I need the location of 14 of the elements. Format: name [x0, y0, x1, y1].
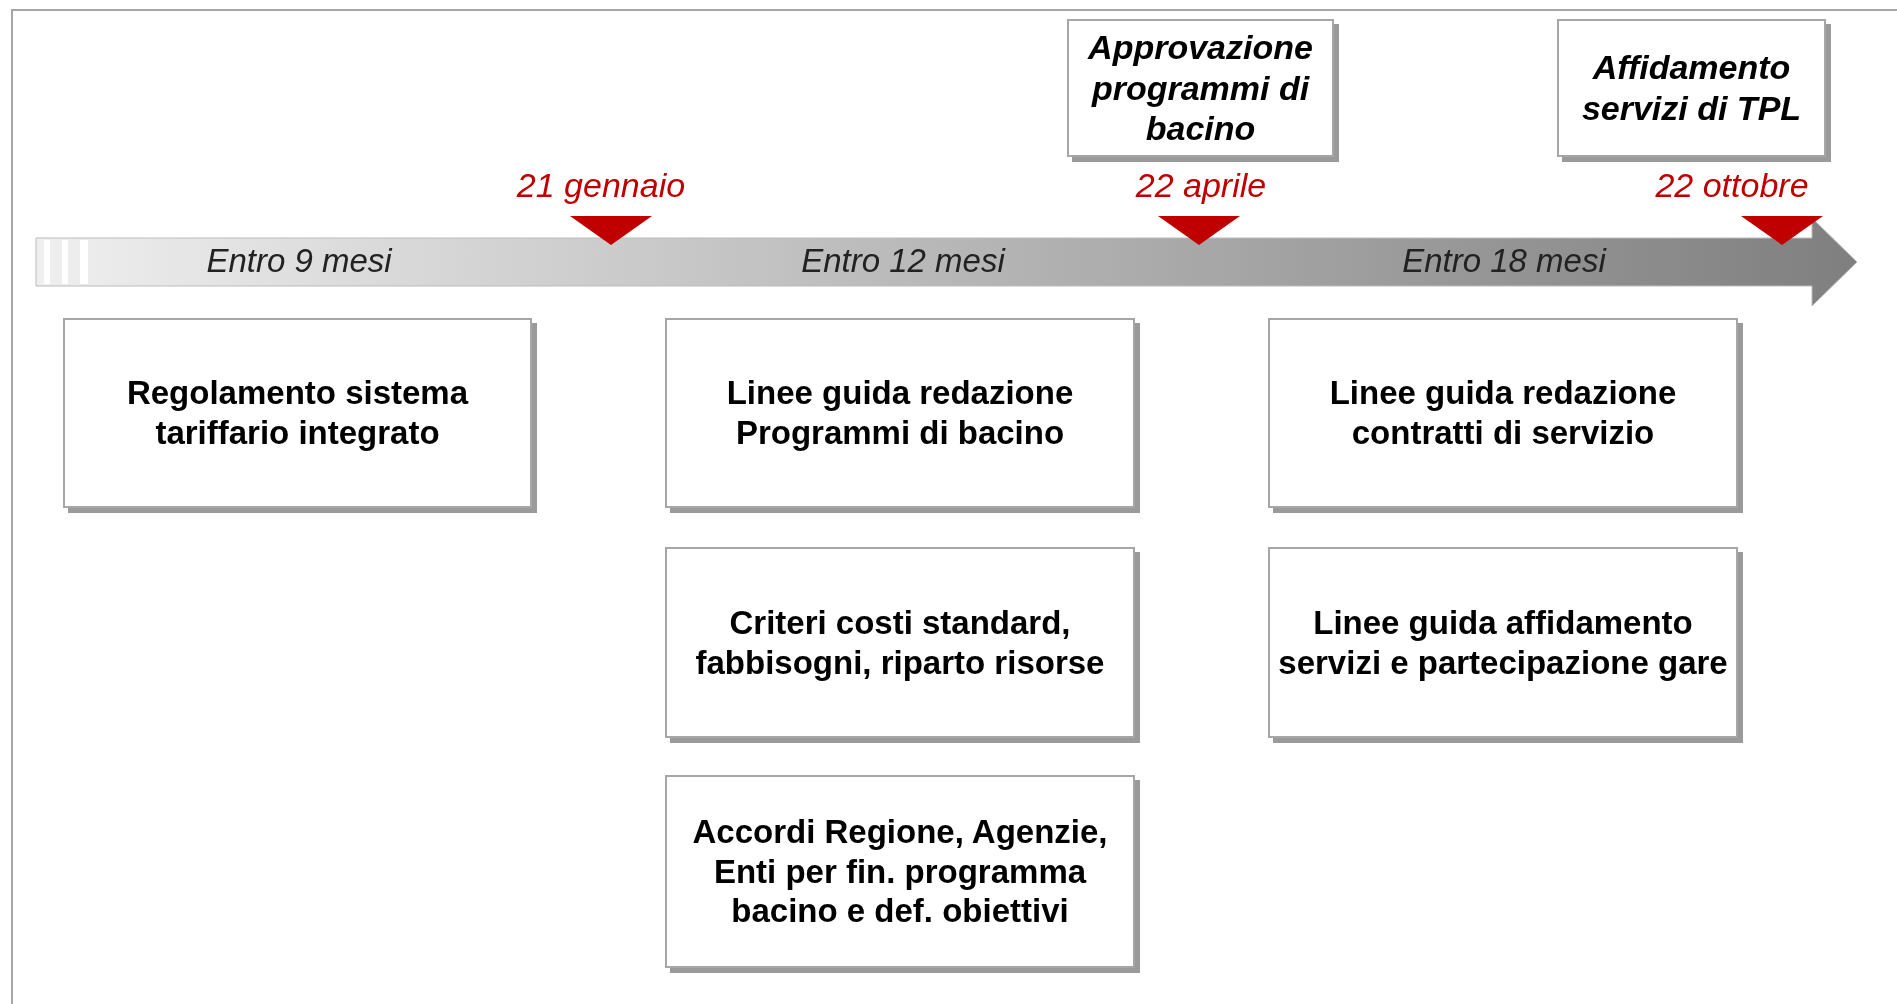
- milestone-date: 22 ottobre: [1655, 166, 1809, 205]
- milestone-date: 22 aprile: [1135, 166, 1267, 205]
- milestone-title: Approvazione programmi di bacino: [1086, 26, 1314, 150]
- task-text: Linee guida affidamento servizi e partecipazione gare: [1277, 602, 1729, 683]
- task-text: Regolamento sistema tariffario integrato: [125, 373, 470, 453]
- task-text: Criteri costi standard, fabbisogni, riparto risorse: [694, 602, 1106, 683]
- period-label: Entro 18 mesi: [1402, 242, 1606, 280]
- period-label: Entro 9 mesi: [206, 242, 392, 280]
- task-text: Accordi Regione, Agenzie, Enti per fin. programma bacino e def. obiettivi: [691, 812, 1109, 931]
- task-text: Linee guida redazione Programmi di bacino: [725, 373, 1075, 453]
- task-text: Linee guida redazione contratti di servizio: [1328, 373, 1678, 453]
- milestone-date: 21 gennaio: [516, 166, 686, 205]
- period-label: Entro 12 mesi: [801, 242, 1005, 280]
- milestone-title: Affidamento servizi di TPL: [1580, 47, 1803, 129]
